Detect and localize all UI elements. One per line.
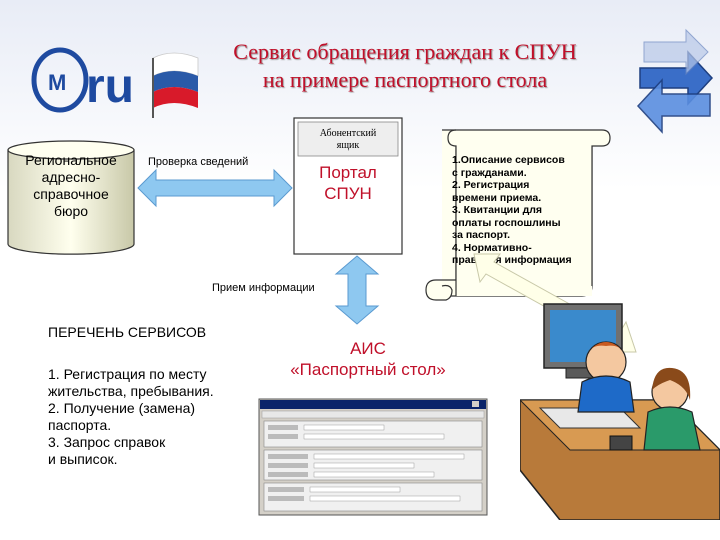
- services-line: и выписок.: [48, 451, 118, 467]
- bureau-line-4: бюро: [53, 203, 89, 219]
- scroll-item: времени приема.: [452, 191, 542, 204]
- regional-bureau-label: Региональное адресно- справочное бюро: [6, 152, 136, 220]
- portal-ais-arrow-icon: [334, 255, 380, 325]
- bureau-line-2: адресно-: [41, 169, 101, 185]
- services-heading: ПЕРЕЧЕНЬ СЕРВИСОВ: [48, 324, 207, 340]
- services-line: паспорта.: [48, 417, 112, 433]
- kiosk-title-line-2: ящик: [336, 140, 360, 151]
- ais-line-1: АИС: [350, 339, 386, 358]
- services-line: жительства, пребывания.: [48, 383, 214, 399]
- logo-ru-text: ru: [86, 60, 134, 113]
- database-cylinder-icon: [7, 140, 135, 255]
- title-line-1: Сервис обращения граждан к СПУН: [233, 39, 577, 64]
- portal-line-1: Портал: [319, 163, 377, 182]
- services-line: 3. Запрос справок: [48, 434, 166, 450]
- bureau-line-3: справочное: [33, 186, 109, 202]
- scroll-item: за паспорт.: [452, 229, 511, 241]
- portal-label: Портал СПУН: [294, 162, 402, 204]
- ais-label: АИС «Паспортный стол»: [266, 338, 470, 380]
- operator-at-computer-icon: [520, 303, 720, 520]
- svg-text:М: М: [48, 70, 66, 95]
- kiosk-title: Абонентский ящик: [297, 128, 399, 152]
- title-line-2: на примере паспортного стола: [262, 67, 548, 92]
- services-line: 1. Регистрация по месту: [48, 366, 207, 382]
- ais-form-screenshot: [258, 398, 488, 516]
- bureau-portal-arrow-icon: [137, 168, 293, 208]
- scroll-item: 4. Нормативно-: [452, 241, 532, 254]
- portal-line-2: СПУН: [324, 184, 372, 203]
- exchange-arrows-icon: [636, 28, 714, 134]
- scroll-item: 2. Регистрация: [452, 179, 530, 191]
- verify-label: Проверка сведений: [148, 156, 249, 168]
- scroll-item: 1.Описание сервисов: [452, 154, 565, 166]
- slide-title: Сервис обращения граждан к СПУН на приме…: [190, 38, 620, 94]
- bureau-line-1: Региональное: [25, 152, 117, 168]
- kiosk-title-line-1: Абонентский: [319, 128, 377, 139]
- services-list: 1. Регистрация по месту жительства, преб…: [48, 366, 258, 468]
- scroll-icon: [425, 129, 611, 301]
- receive-info-label: Прием информации: [212, 282, 315, 294]
- mzit-ru-logo: М ru: [31, 47, 199, 118]
- scroll-item: 3. Квитанции для: [452, 204, 543, 216]
- ais-line-2: «Паспортный стол»: [290, 360, 446, 379]
- services-line: 2. Получение (замена): [48, 400, 196, 416]
- scroll-item: с гражданами.: [452, 166, 527, 179]
- scroll-item: оплаты госпошлины: [452, 216, 561, 229]
- portal-kiosk-box: [293, 117, 403, 255]
